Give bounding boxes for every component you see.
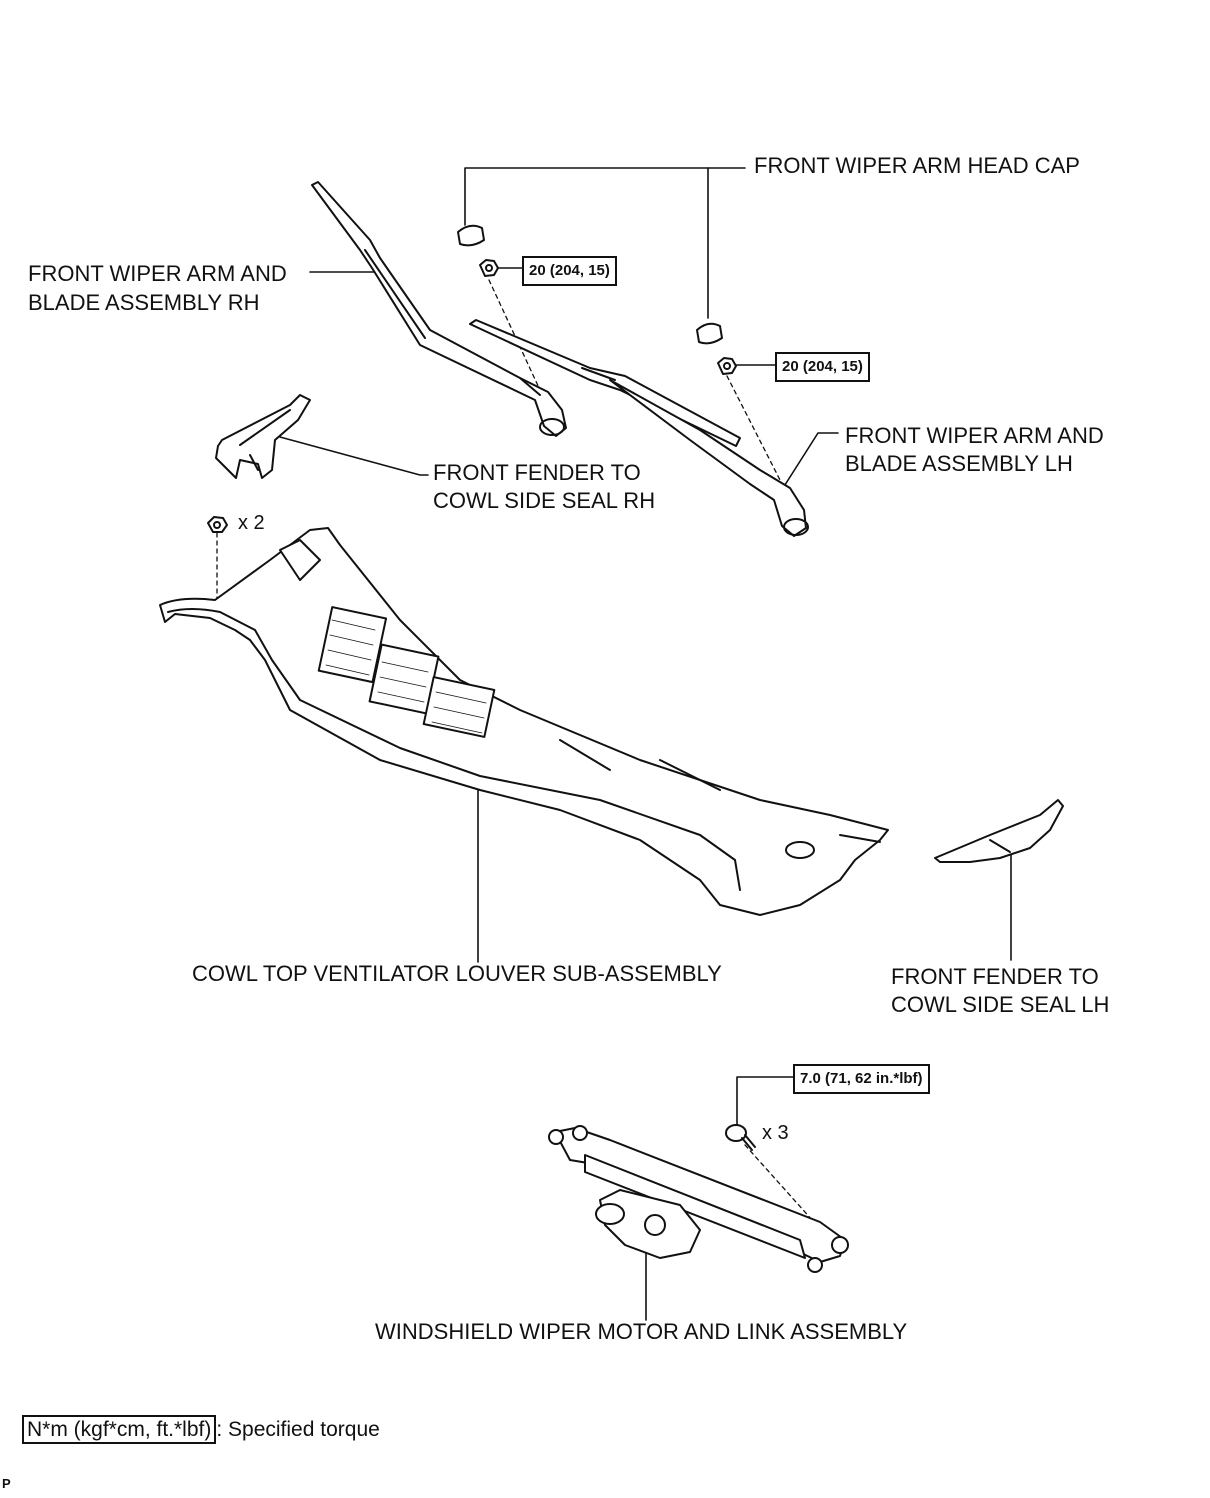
label-seal-lh-line2: COWL SIDE SEAL LH (891, 992, 1110, 1017)
wiper-arm-lh (469, 319, 809, 537)
cowl-clip-icon (207, 516, 228, 533)
cowl-louver (159, 527, 889, 916)
label-arm-lh-line1: FRONT WIPER ARM AND (845, 423, 1104, 448)
motor-bolt-icon (725, 1124, 756, 1151)
nut-lh-icon (717, 357, 737, 375)
label-arm-rh-line2: BLADE ASSEMBLY RH (28, 290, 260, 315)
nut-rh-icon (479, 259, 499, 277)
torque-box-nut-rh: 20 (204, 15) (522, 256, 617, 286)
label-motor: WINDSHIELD WIPER MOTOR AND LINK ASSEMBLY (375, 1319, 908, 1344)
torque-legend: N*m (kgf*cm, ft.*lbf): Specified torque (22, 1415, 380, 1444)
label-head-cap: FRONT WIPER ARM HEAD CAP (754, 153, 1080, 178)
legend-unit-box: N*m (kgf*cm, ft.*lbf) (22, 1415, 217, 1444)
qty-motor-bolt: x 3 (762, 1122, 789, 1144)
label-seal-lh-line1: FRONT FENDER TO (891, 964, 1099, 989)
label-seal-rh-line1: FRONT FENDER TO (433, 460, 641, 485)
legend-text: : Specified torque (216, 1418, 380, 1441)
cowl-side-seal-rh (215, 394, 311, 479)
cowl-side-seal-lh (934, 799, 1064, 863)
torque-box-motor-bolt: 7.0 (71, 62 in.*lbf) (793, 1064, 930, 1094)
torque-box-nut-lh: 20 (204, 15) (775, 352, 870, 382)
wiper-motor-link (548, 1125, 849, 1273)
label-arm-rh-line1: FRONT WIPER ARM AND (28, 261, 287, 286)
page-mark: P (2, 1476, 11, 1491)
qty-cowl-clip: x 2 (238, 512, 265, 534)
label-arm-lh-line2: BLADE ASSEMBLY LH (845, 451, 1073, 476)
cowl-louver-hatching (325, 619, 487, 734)
wiper-head-cap-lh (696, 322, 723, 345)
wiper-head-cap-rh (457, 224, 485, 247)
wiper-arm-rh (311, 181, 567, 437)
label-seal-rh-line2: COWL SIDE SEAL RH (433, 488, 656, 513)
label-cowl: COWL TOP VENTILATOR LOUVER SUB-ASSEMBLY (192, 961, 722, 986)
